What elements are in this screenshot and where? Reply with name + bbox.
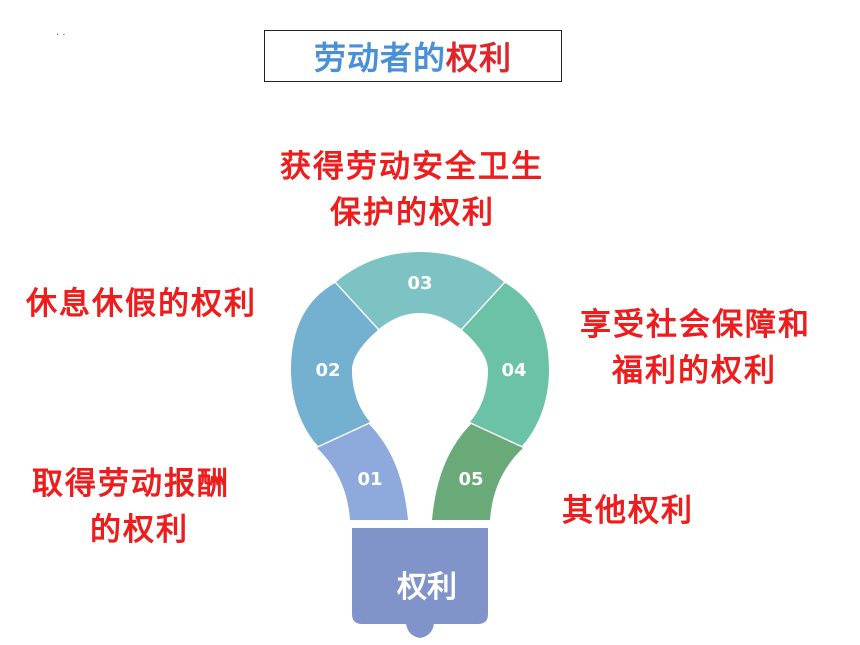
base-label: 权利 xyxy=(396,570,457,605)
title-part-red: 权利 xyxy=(446,39,513,77)
bulb-base xyxy=(352,528,488,638)
label-left-lower-line1: 取得劳动报酬 xyxy=(32,466,230,502)
segment-02 xyxy=(291,283,378,446)
label-left-upper: 休息休假的权利 xyxy=(26,286,257,322)
slide-title: 劳动者的权利 xyxy=(264,30,562,82)
label-left-lower-line2: 的权利 xyxy=(90,512,189,548)
segment-02-number: 02 xyxy=(315,360,340,381)
segment-05-number: 05 xyxy=(458,469,483,490)
title-part-blue: 劳动者的 xyxy=(313,39,446,77)
segment-04 xyxy=(462,283,549,446)
corner-dots: · · xyxy=(56,30,66,41)
label-right-lower: 其他权利 xyxy=(562,493,694,529)
label-top-line2: 保护的权利 xyxy=(330,195,495,231)
segment-04-number: 04 xyxy=(501,360,526,381)
segment-03-number: 03 xyxy=(407,273,432,294)
segment-05 xyxy=(432,424,523,520)
segment-01 xyxy=(317,424,408,520)
segment-01-number: 01 xyxy=(357,469,382,490)
label-right-upper-line1: 享受社会保障和 xyxy=(580,307,811,343)
label-top-line1: 获得劳动安全卫生 xyxy=(280,149,544,185)
segment-03 xyxy=(336,252,504,329)
label-right-upper-line2: 福利的权利 xyxy=(612,353,777,389)
